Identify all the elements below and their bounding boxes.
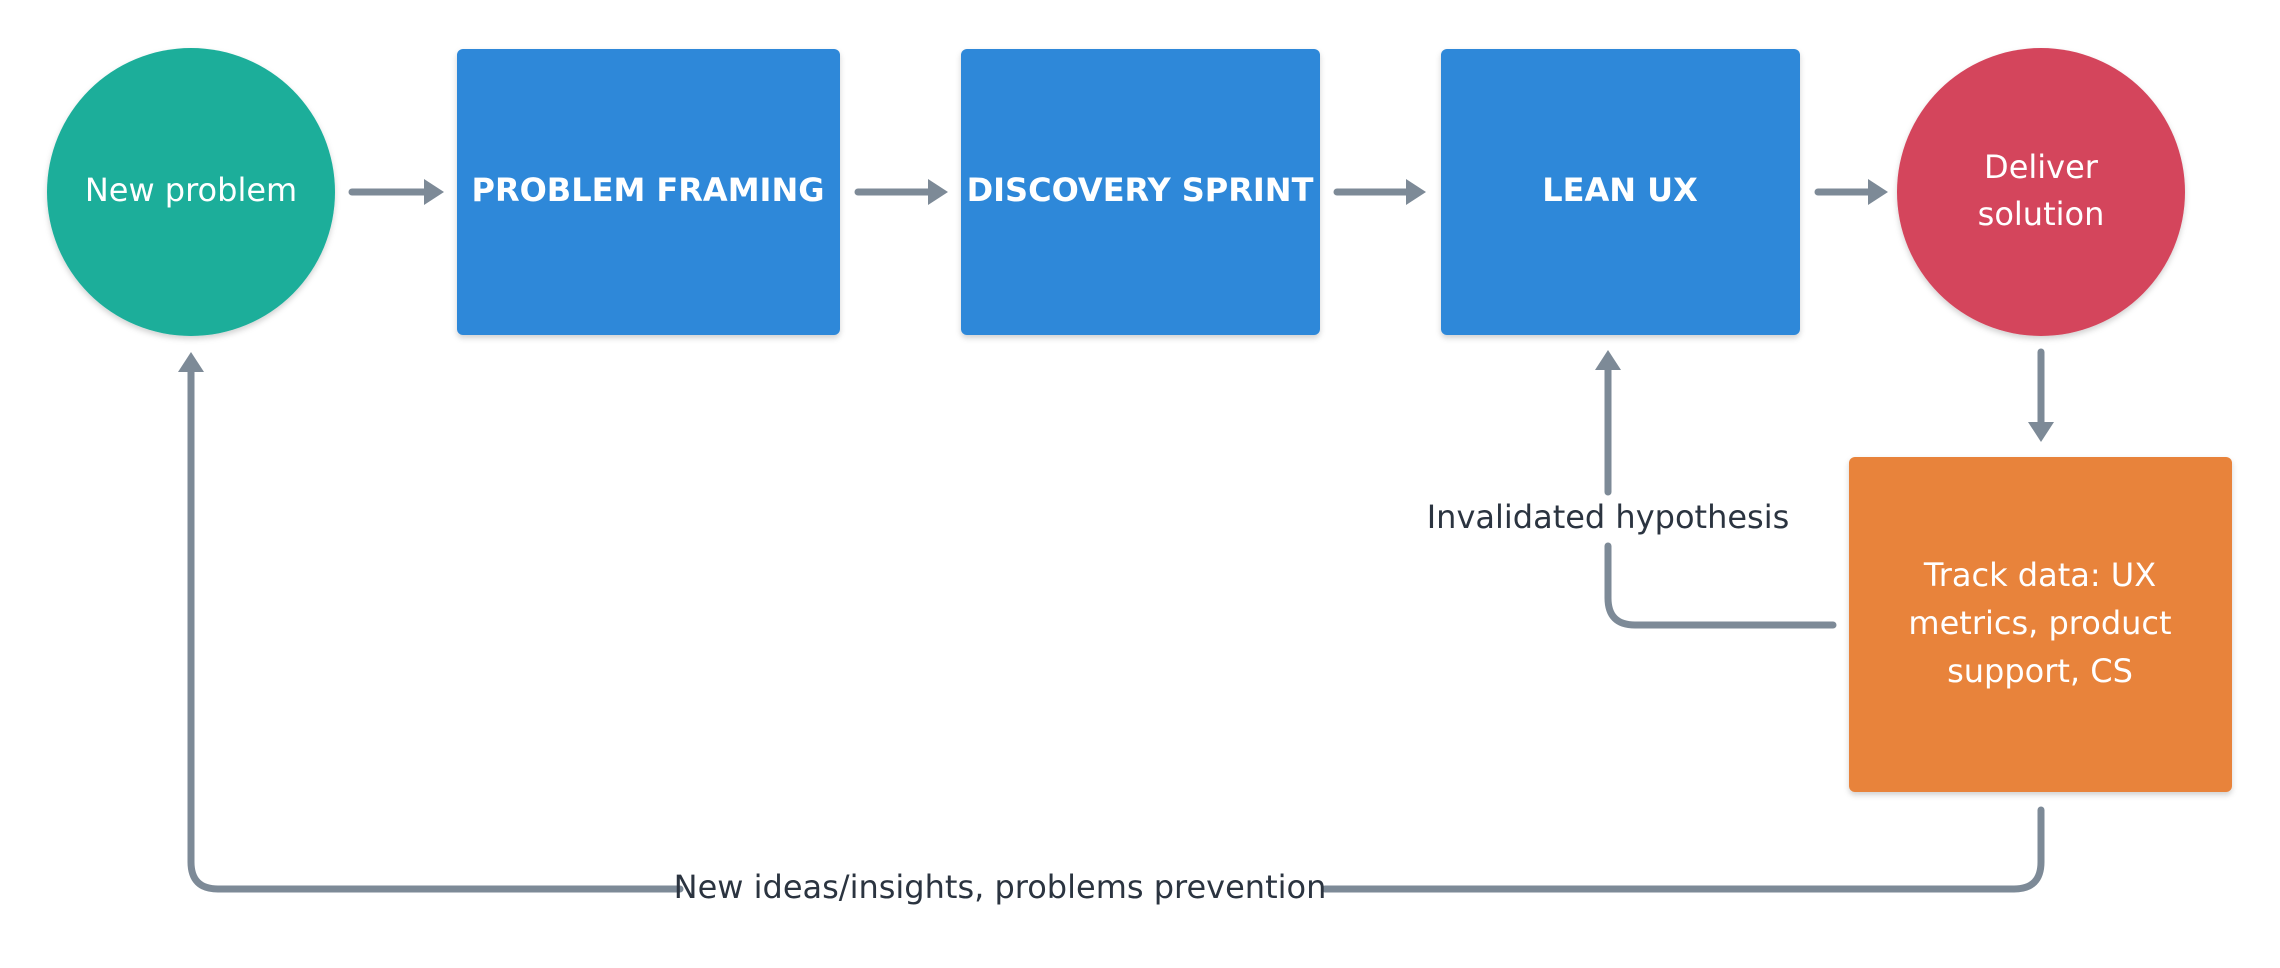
track-data-line1: Track data: UX [1923,556,2156,594]
lean-ux-label: LEAN UX [1542,171,1698,209]
arrow-lean-ux-to-deliver [1814,179,1888,205]
lean-ux-box [1441,49,1800,335]
arrow-deliver-to-track-data [2028,348,2054,442]
deliver-solution-line1: Deliver [1984,148,2099,186]
track-data-line2: metrics, product [1908,604,2171,642]
discovery-sprint-box [961,49,1320,335]
node-deliver-solution: Deliver solution [1897,48,2185,336]
node-lean-ux: LEAN UX [1441,49,1800,335]
track-data-line3: support, CS [1947,652,2133,690]
arrow-new-problem-to-framing [348,179,444,205]
end-circle [1897,48,2185,336]
node-new-problem: New problem [47,48,335,336]
deliver-solution-line2: solution [1978,195,2105,233]
arrow-discovery-to-lean-ux [1333,179,1426,205]
track-data-box [1849,457,2232,792]
node-discovery-sprint: DISCOVERY SPRINT [961,49,1320,335]
problem-framing-label: PROBLEM FRAMING [472,171,825,209]
new-problem-label: New problem [85,171,297,209]
start-circle [47,48,335,336]
arrow-feedback-loop [178,352,2045,893]
node-problem-framing: PROBLEM FRAMING [457,49,840,335]
node-track-data: Track data: UX metrics, product support,… [1849,457,2232,792]
discovery-sprint-label: DISCOVERY SPRINT [967,171,1314,209]
problem-framing-box [457,49,840,335]
arrow-framing-to-discovery [854,179,948,205]
invalidated-hypothesis-label: Invalidated hypothesis [1427,498,1790,536]
feedback-loop-label: New ideas/insights, problems prevention [674,868,1327,906]
arrow-track-data-to-lean-ux [1595,350,1837,629]
